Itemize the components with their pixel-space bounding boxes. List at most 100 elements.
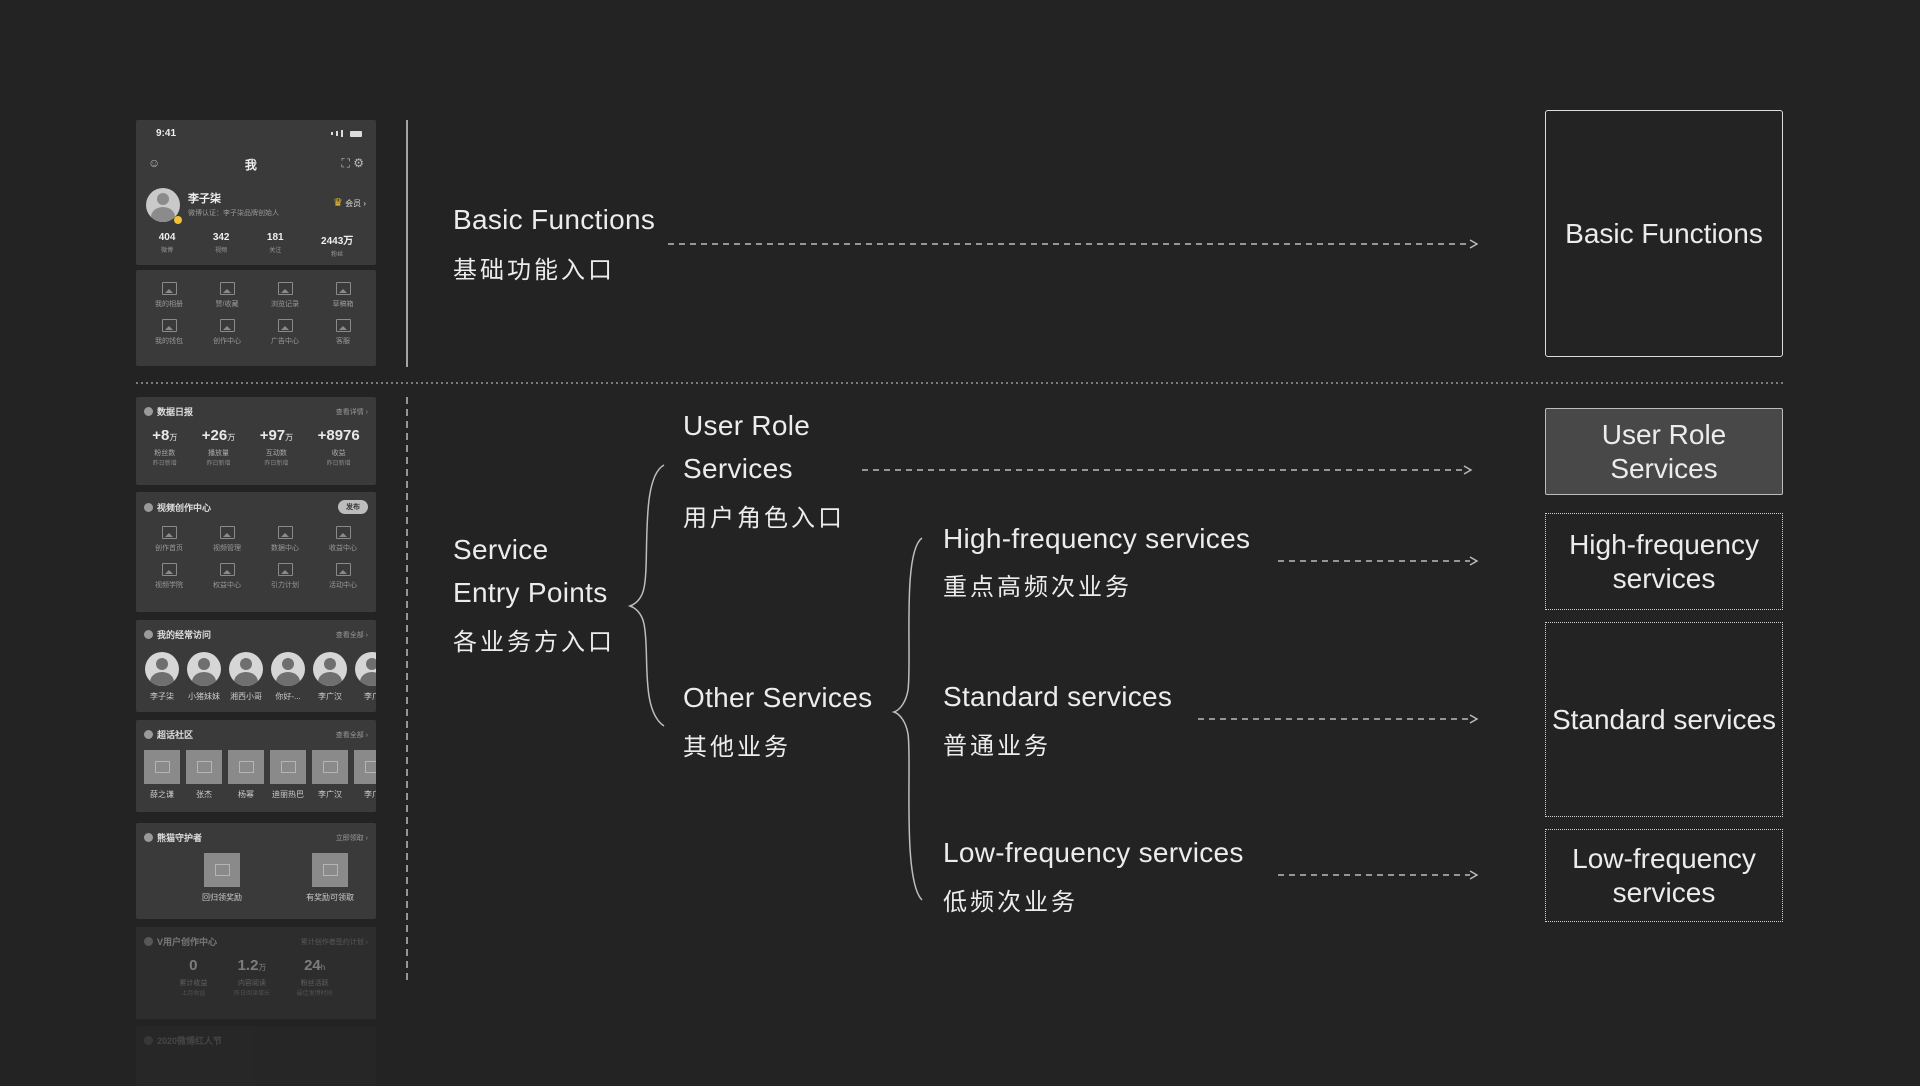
publish-button[interactable]: 发布 [338,500,368,514]
list-item[interactable]: 回归领奖励 [192,853,252,903]
footer-section-panel: 2020微博红人节 [136,1026,376,1086]
service-entry-label-cn: 各业务方入口 [453,629,615,656]
image-icon [228,750,264,784]
grid-item[interactable]: 草稿箱 [314,282,372,309]
arrowhead-basic [1469,239,1479,249]
avatar [187,652,221,686]
list-item[interactable]: 张杰 [186,750,222,800]
kpi-item[interactable]: +26万播放量昨日新增 [201,427,236,467]
vip-entry[interactable]: ♛ 会员 › [333,197,366,209]
image-icon [312,750,348,784]
more-link[interactable]: 查看全部 › [335,631,368,639]
service-brace [627,464,665,727]
list-item[interactable]: 李子柒 [144,652,180,702]
grid-item[interactable]: 权益中心 [198,563,256,590]
avatar [229,652,263,686]
grid-item[interactable]: 引力计划 [256,563,314,590]
add-friend-icon[interactable]: ☺ [148,156,161,170]
quick-grid: 我的相册 赞/收藏 浏览记录 草稿箱 我的钱包 创作中心 广告中心 客服 [140,282,372,346]
image-icon [312,853,348,887]
box-standard-label: Standard services [1551,703,1777,735]
grid-item[interactable]: 我的钱包 [140,319,198,346]
section-title: 数据日报 [144,405,193,418]
grid-item[interactable]: 赞/收藏 [198,282,256,309]
status-bar: 9:41 [156,128,362,139]
stat-label: 视频 [215,248,228,254]
more-link[interactable]: 立即领取 › [335,834,368,842]
creation-grid: 创作首页 视频管理 数据中心 收益中心 视频学院 权益中心 引力计划 活动中心 [140,526,372,590]
box-low-label-1: Low-frequency [1572,842,1756,874]
topic-row: 薛之谦 张杰 杨幂 迪丽热巴 李广汉 李广 [144,750,376,800]
section-header: V用户创作中心 累计创作者签约计划 › [144,935,368,948]
grid-item[interactable]: 客服 [314,319,372,346]
user-role-label-2: Services [683,453,793,484]
other-services-brace [891,537,923,901]
more-link[interactable]: 查看全部 › [335,731,368,739]
image-icon [219,282,235,295]
grid-label: 草稿箱 [332,301,354,308]
list-item[interactable]: 迪丽热巴 [270,750,306,800]
kpi-item[interactable]: +8万粉丝数昨日新增 [152,427,178,467]
stat-item[interactable]: 2443万粉丝 [321,232,353,258]
arrows [668,239,1479,880]
image-icon [219,526,235,539]
section-header: 2020微博红人节 [144,1034,368,1047]
grid-item[interactable]: 视频管理 [198,526,256,553]
stat-value: 181 [266,232,284,243]
list-item[interactable]: 李广 [354,652,376,702]
more-link[interactable]: 累计创作者签约计划 › [300,938,368,946]
grid-label: 赞/收藏 [215,301,239,308]
list-item[interactable]: 李广汉 [312,652,348,702]
list-item[interactable]: 你好-... [270,652,306,702]
grid-item[interactable]: 浏览记录 [256,282,314,309]
high-frequency-label: High-frequency services [943,523,1251,554]
image-icon [186,750,222,784]
section-title: 视频创作中心 [144,501,211,514]
user-role-label-cn: 用户角色入口 [683,505,845,532]
image-icon [219,319,235,332]
user-certification: 微博认证：李子柒品牌创始人 [188,210,279,217]
user-name[interactable]: 李子柒 [188,193,221,205]
list-item[interactable]: 李广 [354,750,376,800]
image-icon [277,282,293,295]
grid-item[interactable]: 广告中心 [256,319,314,346]
low-frequency-label: Low-frequency services [943,837,1244,868]
grid-item[interactable]: 收益中心 [314,526,372,553]
avatar [313,652,347,686]
arrowhead-high [1469,556,1479,566]
grid-item[interactable]: 我的相册 [140,282,198,309]
kpi-item[interactable]: +97万互动数昨日新增 [259,427,294,467]
standard-label: Standard services [943,681,1173,712]
grid-item[interactable]: 创作中心 [198,319,256,346]
section-title: 我的经常访问 [144,628,211,641]
basic-functions-label-cn: 基础功能入口 [453,257,615,284]
list-item[interactable]: 湘西小哥 [228,652,264,702]
section-header: 数据日报 查看详情 › [144,405,368,418]
list-item[interactable]: 李广汉 [312,750,348,800]
list-item[interactable]: 有奖励可领取 [300,853,360,903]
other-services-label-cn: 其他业务 [683,734,791,761]
stat-item[interactable]: 342 视频 [213,232,230,258]
list-item[interactable]: 小猪妹妹 [186,652,222,702]
kpi-item[interactable]: 1.2万内容阅读昨日阅读增长 [233,957,270,997]
image-icon [354,750,376,784]
more-link[interactable]: 查看详情 › [335,408,368,416]
grid-item[interactable]: 创作首页 [140,526,198,553]
list-item[interactable]: 薛之谦 [144,750,180,800]
signal-wifi-battery-icon [331,128,362,139]
image-icon [277,526,293,539]
scan-settings-icons[interactable]: ⛶ ⚙ [341,156,365,170]
grid-item[interactable]: 数据中心 [256,526,314,553]
list-item[interactable]: 杨幂 [228,750,264,800]
grid-item[interactable]: 活动中心 [314,563,372,590]
grid-item[interactable]: 视频学院 [140,563,198,590]
box-user-role-label-1: User Role [1601,418,1727,450]
avatar [355,652,376,686]
stat-value: 342 [212,232,230,243]
